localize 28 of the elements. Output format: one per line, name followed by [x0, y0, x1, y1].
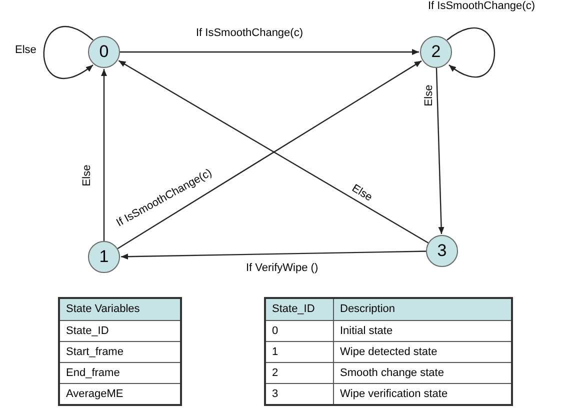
table-cell: 3 [266, 383, 334, 404]
self-loop-arrow [43, 26, 94, 80]
table-cell: 2 [266, 362, 334, 383]
table-cell: Wipe detected state [334, 341, 511, 362]
table-cell: 1 [266, 341, 334, 362]
arrow [120, 49, 419, 55]
table-cell: Wipe verification state [334, 383, 511, 404]
table-cell: Smooth change state [334, 362, 511, 383]
edge-label: If IsSmoothChange(c) [427, 1, 536, 12]
arrow [120, 250, 426, 260]
arrow [436, 68, 444, 234]
table-cell: Initial state [334, 320, 511, 341]
edge-label: Else [424, 84, 436, 108]
edge-label: If IsSmoothChange(c) [195, 28, 304, 39]
self-loop-arrow [446, 27, 496, 78]
table-cell: AverageME [60, 383, 180, 404]
table-cell: Start_frame [60, 341, 180, 362]
edge-label: Else [348, 182, 375, 204]
edge-label: Else [14, 45, 38, 56]
arrow [101, 69, 107, 241]
table-cell: 0 [266, 320, 334, 341]
table-header-cell: State Variables [60, 299, 180, 320]
table-header-cell: Description [334, 299, 511, 320]
table-cell: State_ID [60, 320, 180, 341]
table-header-cell: State_ID [266, 299, 334, 320]
edge-label: Else [82, 164, 94, 188]
table-cell: End_frame [60, 362, 180, 383]
edge-label: If VerifyWipe () [245, 263, 320, 274]
